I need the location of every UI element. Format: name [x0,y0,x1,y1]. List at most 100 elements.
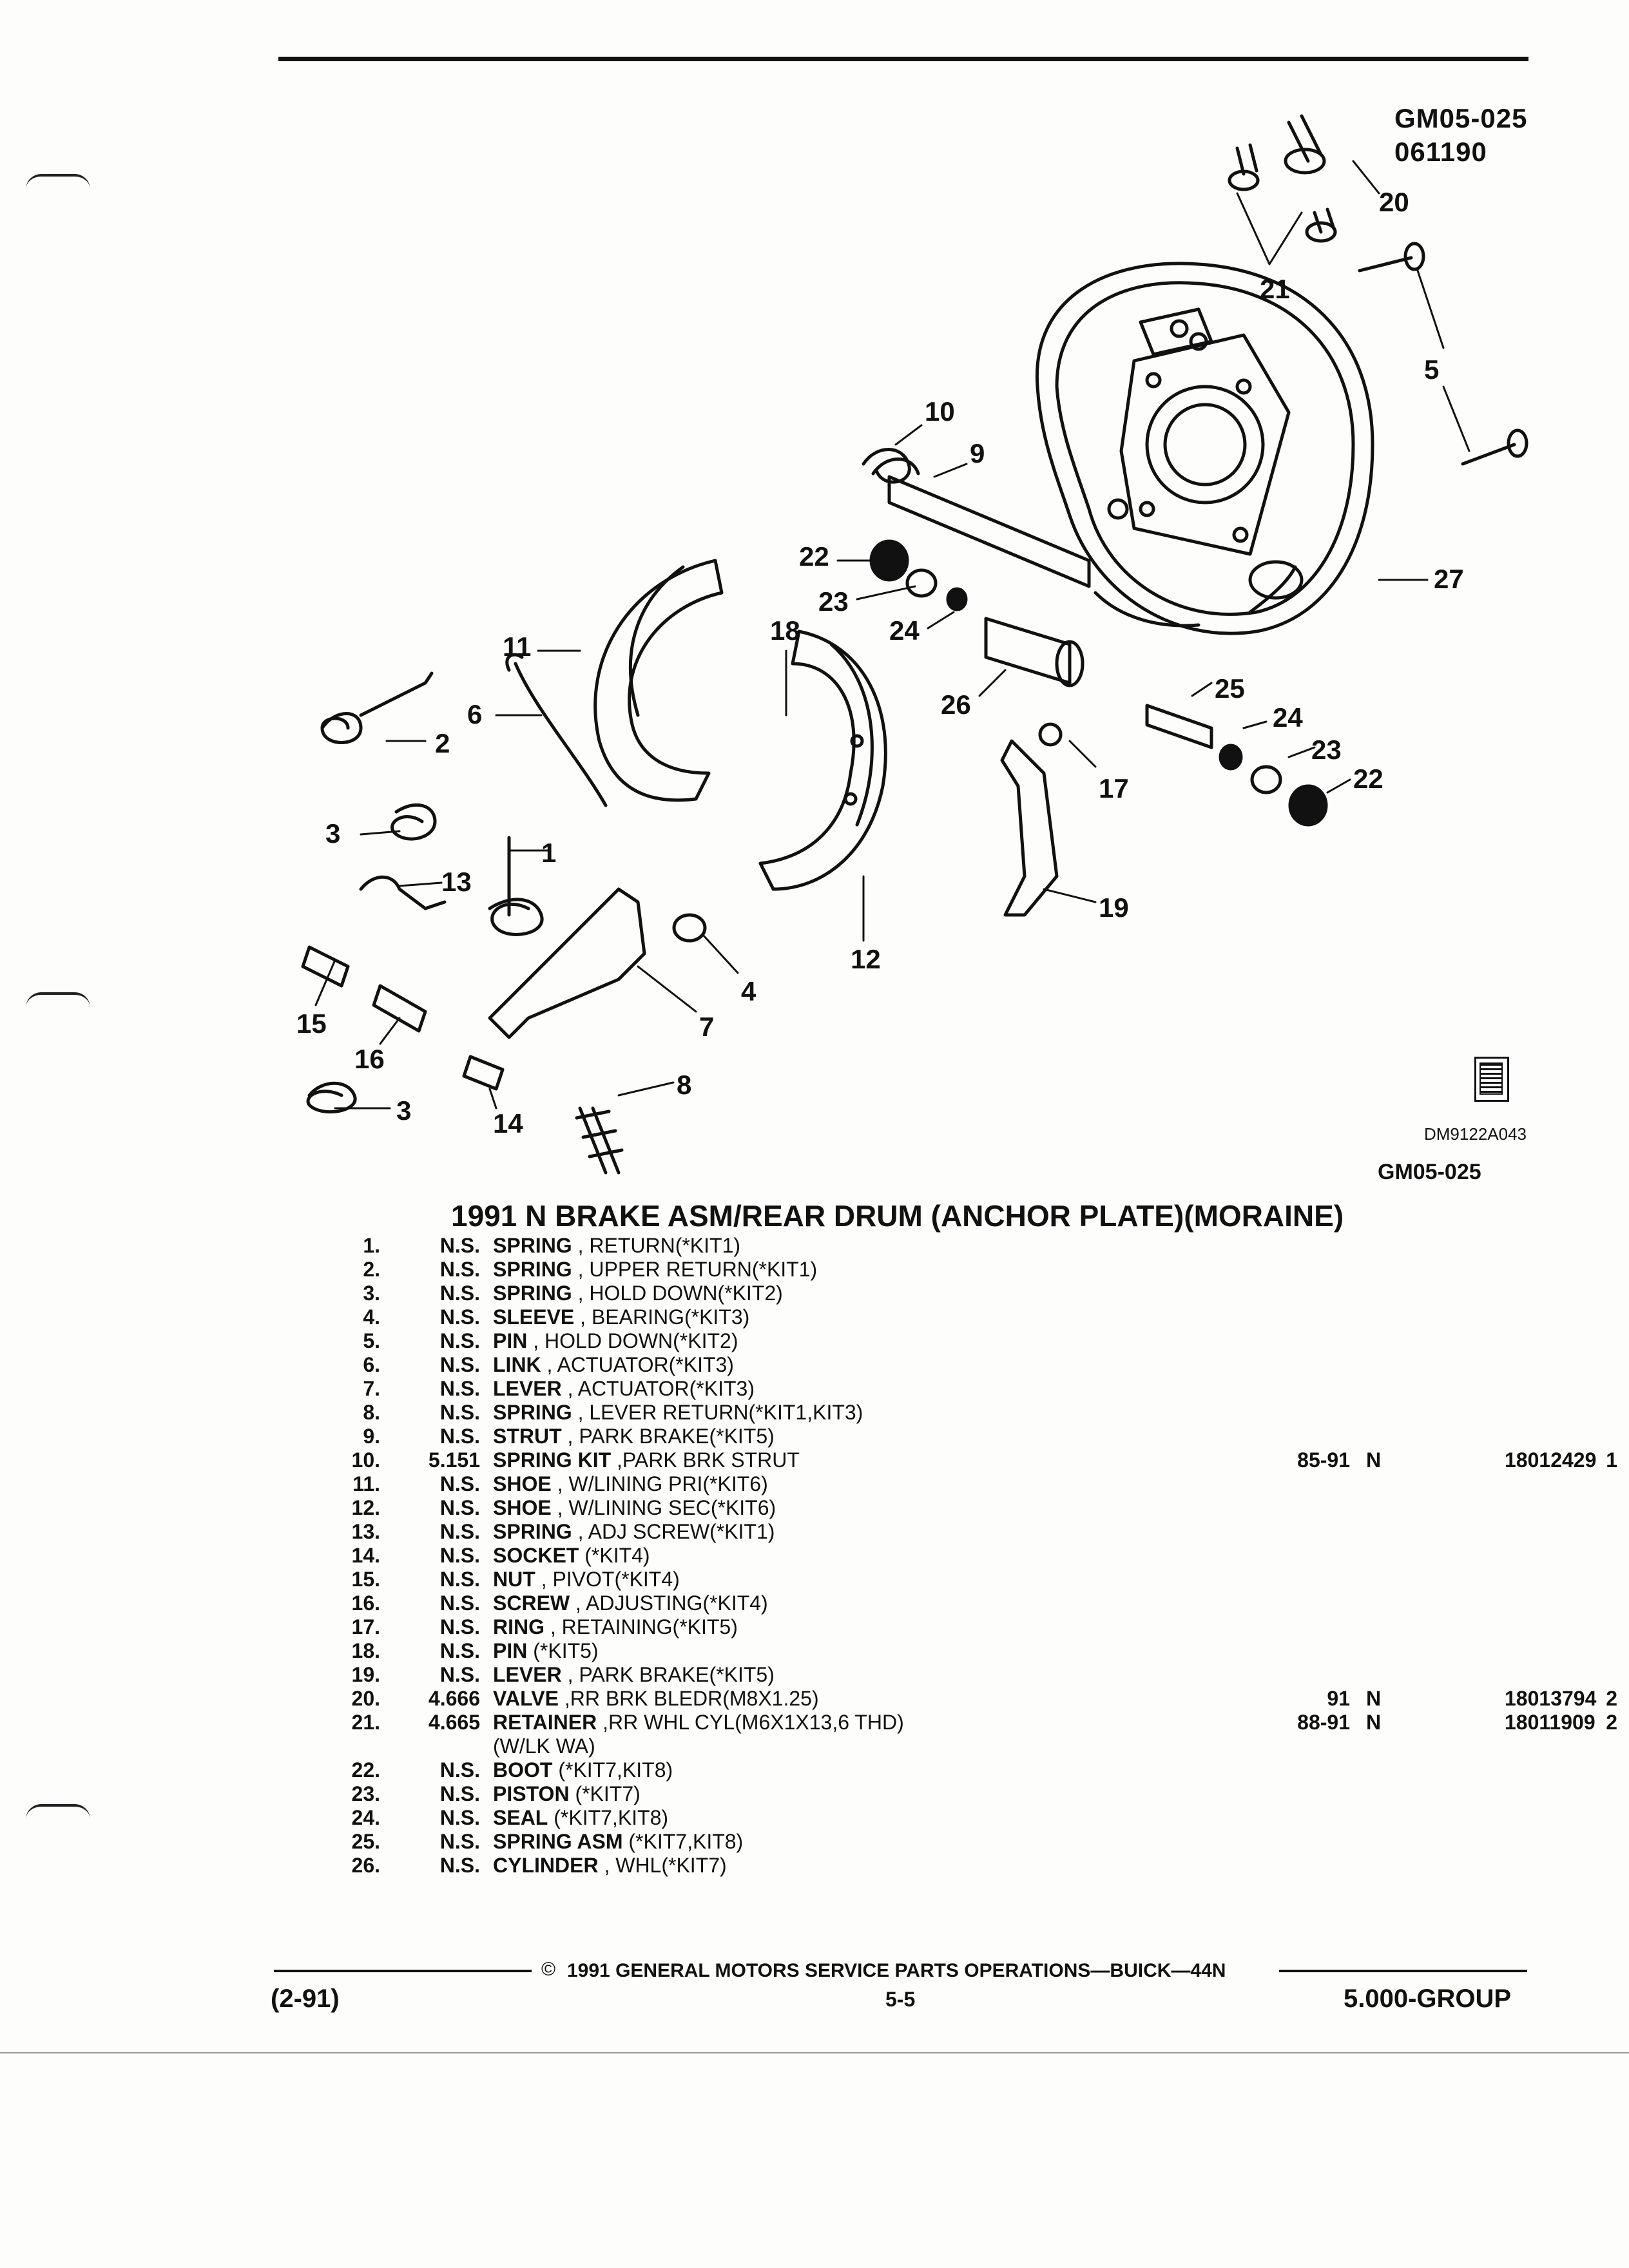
item-number: 9. [363,1425,380,1448]
part-description: ,RR BRK BLEDR(M8X1.25) [564,1687,819,1710]
item-number: 7. [363,1377,380,1400]
top-rule [278,57,1528,61]
item-number: 2. [363,1258,380,1281]
item-number: 22. [351,1758,380,1782]
copyright-text: 1991 GENERAL MOTORS SERVICE PARTS OPERAT… [567,1960,1226,1981]
part-name: RETAINER [493,1711,597,1734]
model-years: 85-91 [1297,1448,1350,1472]
margin-mark [26,174,90,189]
section-code: N.S. [439,1782,480,1805]
item-number: 21. [351,1711,380,1734]
item-number: 17. [351,1615,380,1639]
pivot-nut [301,945,350,988]
part-description: , W/LINING PRI(*KIT6) [557,1472,768,1495]
quantity: 2 [1606,1711,1617,1734]
part-name: SHOE [493,1496,552,1519]
catalog-title: 1991 N BRAKE ASM/REAR DRUM (ANCHOR PLATE… [451,1199,1344,1233]
section-code: N.S. [439,1758,480,1782]
part-description: , HOLD DOWN(*KIT2) [577,1282,783,1305]
item-number: 24. [351,1806,380,1829]
callout: 19 [1099,892,1129,923]
part-name: SOCKET [493,1544,579,1567]
catalog-code: GM05-025 [1394,103,1528,133]
section-code: N.S. [439,1472,480,1495]
part-description: , UPPER RETURN(*KIT1) [577,1258,818,1281]
part-name: SPRING ASM [493,1830,623,1853]
callout: 23 [818,586,849,617]
item-number: 15. [351,1568,380,1591]
usage-flag: N [1366,1711,1382,1734]
model-years: 91 [1327,1687,1350,1710]
item-number: 19. [351,1663,380,1686]
parts-row: 7.N.S.LEVER , ACTUATOR(*KIT3) [245,1377,1547,1401]
parts-list: 1.N.S.SPRING , RETURN(*KIT1)2.N.S.SPRING… [245,1234,1617,1878]
section-code: N.S. [439,1854,480,1877]
item-number: 6. [363,1353,380,1376]
part-description: , RETURN(*KIT1) [577,1234,741,1257]
callout: 1 [541,838,557,868]
part-name-cell: PIN , HOLD DOWN(*KIT2) [493,1329,738,1353]
catalog-date-code: 061190 [1394,137,1487,167]
parts-row: 19. N.S. LEVER , PARK BRAKE(*KIT5) [245,1663,1547,1687]
part-name-cell: SPRING ASM (*KIT7,KIT8) [493,1830,743,1854]
part-name-cell: VALVE ,RR BRK BLEDR(M8X1.25) [493,1687,819,1711]
parts-row: 22. N.S. BOOT (*KIT7,KIT8) [245,1758,1547,1782]
part-name-cell: SHOE , W/LINING SEC(*KIT6) [493,1496,776,1520]
part-name-cell: LEVER , PARK BRAKE(*KIT5) [493,1663,775,1687]
section-code: N.S. [439,1282,480,1305]
bleeder-valves [1228,114,1337,243]
brake-exploded-diagram [301,114,1528,1175]
part-name-cell: SPRING , LEVER RETURN(*KIT1,KIT3) [493,1401,863,1425]
part-name-cell: BOOT (*KIT7,KIT8) [493,1758,673,1782]
image-code: DM9122A043 [1424,1124,1527,1144]
part-name: VALVE [493,1687,559,1710]
springs [306,671,624,1175]
section-code: N.S. [439,1663,480,1686]
part-name: SPRING [493,1234,572,1257]
callout: 6 [467,699,483,729]
part-name-cell: SPRING , UPPER RETURN(*KIT1) [493,1258,817,1282]
callout: 4 [741,976,757,1006]
part-name: CYLINDER [493,1854,599,1877]
item-number: 4. [363,1305,380,1329]
parts-row: 2.N.S.SPRING , UPPER RETURN(*KIT1) [245,1258,1547,1282]
part-name: BOOT [493,1758,553,1782]
part-description: , WHL(*KIT7) [604,1854,727,1877]
gm-spo-logo [1474,1057,1509,1102]
section-code: N.S. [439,1329,480,1352]
hold-down-pins [1358,242,1528,466]
section-code: N.S. [439,1496,480,1519]
callout: 25 [1215,673,1245,704]
secondary-brake-shoe [758,629,887,891]
part-name-cell: PISTON (*KIT7) [493,1782,641,1806]
section-code: N.S. [439,1568,480,1591]
callout: 11 [503,631,532,662]
part-description: (*KIT7,KIT8) [628,1830,744,1853]
parts-row: 16.N.S.SCREW , ADJUSTING(*KIT4) [245,1591,1547,1615]
section-code: N.S. [439,1639,480,1662]
section-code: 4.666 [428,1687,480,1710]
part-name: LINK [493,1353,541,1376]
callout: 16 [354,1044,385,1074]
parts-row: 1.N.S.SPRING , RETURN(*KIT1) [245,1234,1547,1258]
item-number: 8. [363,1401,380,1424]
part-name-cell: SPRING KIT ,PARK BRK STRUT [493,1448,800,1472]
part-name-cell: SPRING , HOLD DOWN(*KIT2) [493,1282,783,1305]
backing-plate [1035,262,1374,635]
part-description: , HOLD DOWN(*KIT2) [533,1329,738,1352]
callout: 26 [941,689,971,720]
part-name: SEAL [493,1806,548,1829]
part-name-cell: LINK , ACTUATOR(*KIT3) [493,1353,734,1377]
footer-date-code: (2-91) [271,1984,340,2013]
footer-page-number: 5-5 [885,1988,916,2011]
section-code: N.S. [439,1520,480,1543]
actuator-link [505,653,608,807]
part-name: PIN [493,1639,528,1662]
part-number: 18011909 [1505,1711,1595,1734]
part-name: STRUT [493,1425,562,1448]
parts-row: 18.N.S.PIN (*KIT5) [245,1639,1547,1663]
item-number: 18. [351,1639,380,1662]
socket [462,1055,505,1091]
